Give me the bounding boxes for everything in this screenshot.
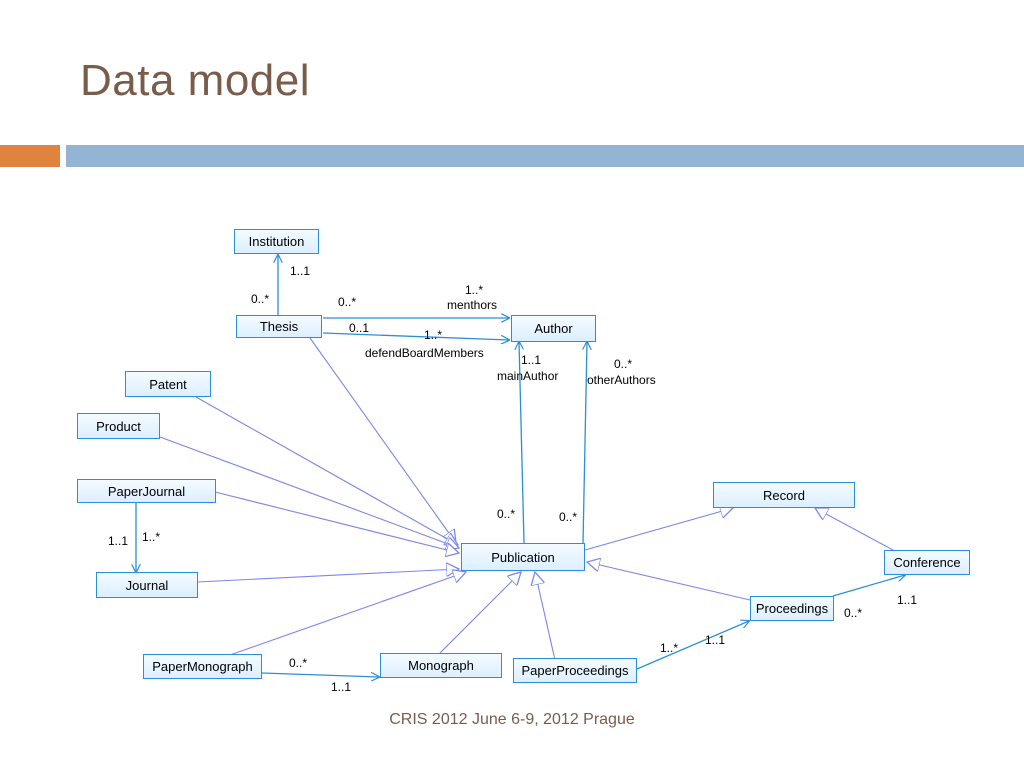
label-board-source: 0..1	[349, 321, 370, 335]
class-paperproceedings: PaperProceedings	[513, 658, 637, 683]
class-thesis: Thesis	[236, 315, 322, 338]
gen-monograph-publication	[439, 572, 521, 654]
label-proceedings-conference-target: 1..1	[897, 593, 918, 607]
assoc-paperproceedings-proceedings	[636, 621, 749, 670]
gen-paperproceedings-publication	[535, 572, 556, 661]
label-board-target: 1..*	[424, 328, 443, 342]
assoc-publication-mainauthor	[519, 342, 525, 544]
label-otherauthors-mult: 0..*	[614, 357, 633, 371]
gen-product-publication	[159, 436, 459, 548]
assoc-proceedings-conference	[832, 575, 905, 597]
gen-proceedings-publication	[587, 562, 751, 601]
class-patent: Patent	[125, 371, 211, 397]
gen-patent-publication	[195, 396, 458, 545]
assoc-thesis-author-board	[322, 332, 509, 340]
class-product: Product	[77, 413, 160, 439]
label-mainauthor-role: mainAuthor	[497, 369, 559, 383]
slide-footer: CRIS 2012 June 6-9, 2012 Prague	[389, 711, 635, 728]
label-paperjournal-journal-source: 1..*	[142, 530, 161, 544]
class-conference: Conference	[884, 550, 970, 575]
label-thesis-institution-target: 1..1	[290, 264, 311, 278]
class-journal: Journal	[96, 572, 198, 598]
label-menthors-role: menthors	[447, 298, 498, 312]
label-pub-mainauthor-source: 0..*	[497, 507, 516, 521]
label-papermonograph-source: 0..*	[289, 656, 308, 670]
gen-journal-publication	[196, 569, 459, 583]
assoc-papermonograph-monograph	[261, 673, 379, 677]
accent-bar-blue	[66, 145, 1024, 167]
slide-title: Data model	[80, 56, 311, 105]
gen-conference-record	[815, 508, 894, 551]
accent-bar-orange	[0, 145, 60, 167]
label-papermonograph-target: 1..1	[331, 680, 352, 694]
label-paperproceedings-source: 1..*	[660, 641, 679, 655]
class-record: Record	[713, 482, 855, 508]
class-papermonograph: PaperMonograph	[143, 654, 262, 679]
label-board-role: defendBoardMembers	[365, 346, 484, 360]
label-otherauthors-role: otherAuthors	[587, 373, 656, 387]
class-publication: Publication	[461, 543, 585, 571]
class-paperjournal: PaperJournal	[77, 479, 216, 503]
gen-papermonograph-publication	[229, 572, 466, 656]
gen-publication-record	[584, 508, 733, 551]
label-menthors-target: 1..*	[465, 283, 484, 297]
label-thesis-institution-source: 0..*	[251, 292, 270, 306]
class-proceedings: Proceedings	[750, 596, 834, 621]
class-institution: Institution	[234, 229, 319, 254]
label-menthors-source: 0..*	[338, 295, 357, 309]
gen-thesis-publication	[309, 337, 456, 543]
label-mainauthor-mult: 1..1	[521, 353, 542, 367]
label-paperproceedings-target: 1..1	[705, 633, 726, 647]
label-pub-otherauthors-source: 0..*	[559, 510, 578, 524]
class-monograph: Monograph	[380, 653, 502, 678]
label-paperjournal-journal-target: 1..1	[108, 534, 129, 548]
label-proceedings-conference-source: 0..*	[844, 606, 863, 620]
assoc-publication-otherauthors	[583, 342, 587, 544]
gen-paperjournal-publication	[214, 491, 459, 553]
class-author: Author	[511, 315, 596, 342]
